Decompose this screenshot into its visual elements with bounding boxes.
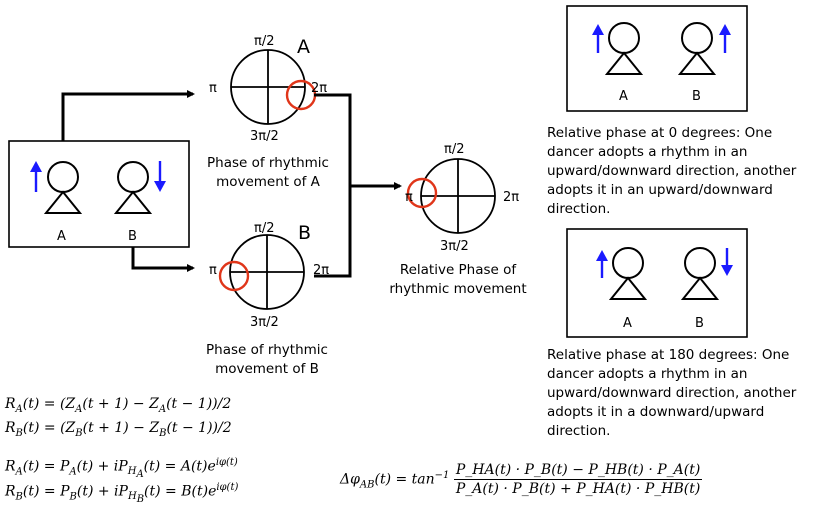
box-0deg [566,5,748,112]
box-0deg-label-b: B [692,89,701,104]
relative-caption-line2: rhythmic movement [389,281,526,297]
delta-phi-denominator: P_A(t) · P_B(t) + P_HA(t) · P_HB(t) [455,481,701,497]
description-180deg: Relative phase at 180 degrees: One dance… [547,347,797,439]
equation-delta-phi: ΔφAB(t) = tan−1 P_HA(t) · P_B(t) − P_HB(… [340,462,703,497]
box-180deg-dancer-a [596,247,648,300]
connector-from-b [314,186,352,278]
phase-a-left-label: π [209,81,217,96]
box-0deg-dancer-b [677,22,731,75]
up-arrow-icon [596,250,608,261]
description-0deg: Relative phase at 0 degrees: One dancer … [547,125,797,217]
left-dancer-a [30,161,83,214]
phase-b-bottom-label: 3π/2 [250,315,279,330]
phase-a-top-label: π/2 [254,34,274,49]
box-180deg-label-a: A [623,316,632,331]
phase-a-right-label: 2π [311,81,327,96]
phase-a-caption-line1: Phase of rhythmic [207,155,329,171]
up-arrow-icon [30,161,42,172]
equation-ra: RA(t) = (ZA(t + 1) − ZA(t − 1))/2 [5,396,232,415]
relative-caption-line1: Relative Phase of [400,262,518,278]
left-box-label-b: B [128,229,137,244]
phase-circle-a [230,49,317,125]
left-dancer-b [113,161,166,214]
down-arrow-icon [154,181,166,192]
phase-circle-b [218,234,305,310]
phase-b-right-label: 2π [313,263,329,278]
phase-b-letter: B [298,222,311,244]
up-arrow-icon [719,24,731,35]
relative-bottom-label: 3π/2 [440,239,469,254]
phase-b-caption-line2: movement of B [215,361,319,377]
delta-phi-numerator: P_HA(t) · P_B(t) − P_HB(t) · P_A(t) [453,462,703,480]
phase-a-caption-line2: movement of A [216,174,321,190]
phase-a-bottom-label: 3π/2 [250,129,279,144]
relative-left-label: π [405,190,413,205]
arrow-to-phase-a [61,90,195,141]
left-dancer-box [8,140,190,248]
arrow-to-phase-b [131,247,195,272]
relative-top-label: π/2 [444,142,464,157]
box-180deg-label-b: B [695,316,704,331]
box-180deg [566,228,748,338]
box-0deg-label-a: A [619,89,628,104]
phase-marker-b [218,260,250,292]
delta-phi-fraction: P_HA(t) · P_B(t) − P_HB(t) · P_A(t) P_A(… [453,462,703,497]
box-0deg-dancer-a [592,22,644,75]
phase-b-left-label: π [209,263,217,278]
phase-b-caption-line1: Phase of rhythmic [206,342,328,358]
equation-rb: RB(t) = (ZB(t + 1) − ZB(t − 1))/2 [5,420,232,439]
relative-right-label: 2π [503,190,519,205]
up-arrow-icon [592,24,604,35]
relative-phase-marker [406,177,438,209]
equation-rb-complex: RB(t) = PB(t) + iPHB(t) = B(t)eiφ(t) [5,482,239,506]
box-180deg-dancer-b [680,247,733,300]
phase-b-top-label: π/2 [254,221,274,236]
phase-a-letter: A [297,36,310,58]
equation-ra-complex: RA(t) = PA(t) + iPHA(t) = A(t)eiφ(t) [5,457,238,481]
left-box-label-a: A [57,229,66,244]
relative-phase-circle [406,158,496,234]
down-arrow-icon [721,265,733,276]
connector-from-a [314,93,352,186]
